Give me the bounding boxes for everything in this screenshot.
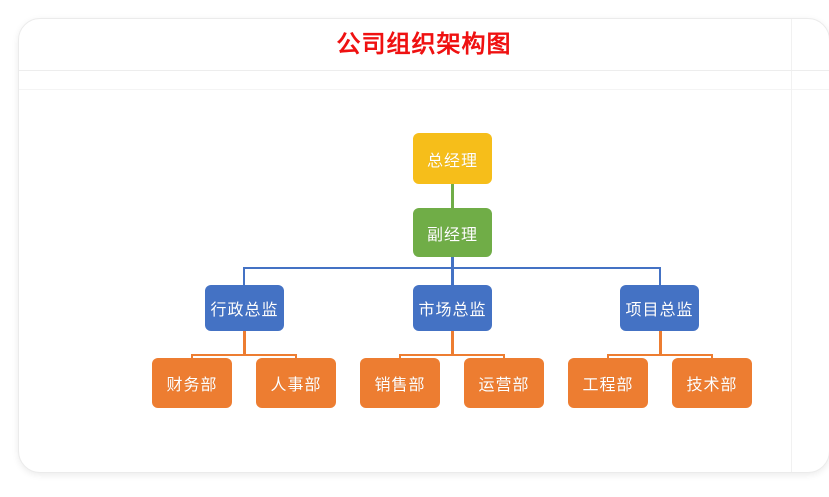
title-divider — [19, 89, 829, 90]
node-admin-director[interactable]: 行政总监 — [205, 285, 284, 331]
connector-bus-to-project — [659, 267, 661, 285]
connector-project-stem — [659, 331, 662, 355]
node-hr-department[interactable]: 人事部 — [256, 358, 336, 408]
page-title: 公司组织架构图 — [336, 31, 512, 58]
node-market-director[interactable]: 市场总监 — [413, 285, 492, 331]
connector-project-to-engineer — [607, 354, 609, 360]
node-technology-department[interactable]: 技术部 — [672, 358, 752, 408]
node-operation-department[interactable]: 运营部 — [464, 358, 544, 408]
connector-admin-stem — [243, 331, 246, 355]
node-general-manager[interactable]: 总经理 — [413, 133, 492, 184]
node-engineering-department[interactable]: 工程部 — [568, 358, 648, 408]
connector-market-to-operation — [503, 354, 505, 360]
connector-admin-to-hr — [295, 354, 297, 360]
connector-project-to-tech — [711, 354, 713, 360]
connector-gm-to-dgm — [451, 184, 454, 208]
connector-dgm-stem — [451, 257, 454, 268]
connector-market-bus — [399, 354, 505, 356]
node-finance-department[interactable]: 财务部 — [152, 358, 232, 408]
connector-project-bus — [607, 354, 713, 356]
connector-market-stem — [451, 331, 454, 355]
connector-bus-to-market — [451, 267, 454, 285]
connector-market-to-sales — [399, 354, 401, 360]
connector-admin-bus — [191, 354, 297, 356]
node-project-director[interactable]: 项目总监 — [620, 285, 699, 331]
right-guide-line — [791, 19, 792, 472]
connector-bus-to-admin — [243, 267, 245, 285]
title-bar — [19, 19, 829, 71]
connector-admin-to-finance — [191, 354, 193, 360]
node-sales-department[interactable]: 销售部 — [360, 358, 440, 408]
node-deputy-manager[interactable]: 副经理 — [413, 208, 492, 257]
